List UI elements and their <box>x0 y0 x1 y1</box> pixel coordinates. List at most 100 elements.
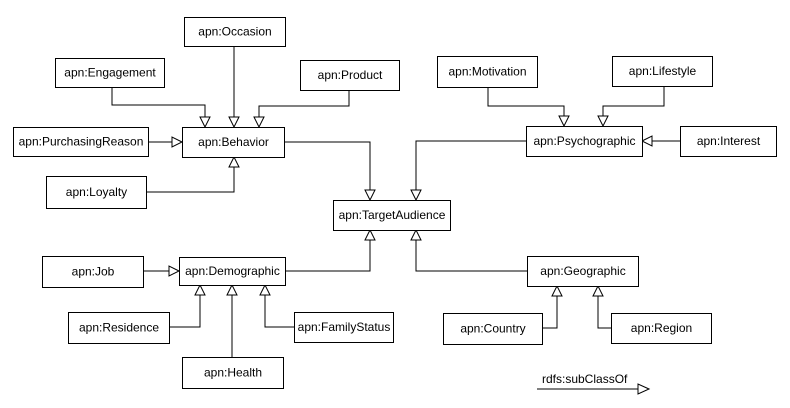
node-label: apn:PurchasingReason <box>19 135 144 149</box>
node-label: apn:Geographic <box>540 264 625 278</box>
edge-psychographic-to-targetaudience <box>410 140 526 202</box>
edge-line <box>285 240 371 272</box>
edge-line <box>264 295 294 328</box>
edge-region-to-geographic <box>592 284 611 329</box>
node-label: apn:FamilyStatus <box>298 320 391 334</box>
edge-arrowhead <box>410 189 422 202</box>
edge-line <box>111 87 206 117</box>
edge-motivation-to-psychographic <box>487 87 570 128</box>
node-label: apn:Lifestyle <box>629 64 697 78</box>
edge-interest-to-psychographic <box>640 135 680 147</box>
legend: rdfs:subClassOf <box>537 372 651 395</box>
edge-line <box>597 296 611 329</box>
node-box <box>184 17 286 47</box>
edge-arrowhead <box>592 284 604 297</box>
class-node-loyalty[interactable]: apn:Loyalty <box>46 176 147 209</box>
class-node-product[interactable]: apn:Product <box>300 60 400 91</box>
node-box <box>182 127 285 158</box>
edge-arrowhead <box>259 283 271 296</box>
class-node-interest[interactable]: apn:Interest <box>680 126 777 157</box>
legend-label: rdfs:subClassOf <box>542 372 628 386</box>
node-box <box>612 56 713 87</box>
edge-arrowhead <box>228 155 240 168</box>
node-box <box>443 313 543 345</box>
edge-demographic-to-targetaudience <box>285 228 376 272</box>
node-box <box>680 126 777 157</box>
edge-line <box>415 240 527 272</box>
class-node-health[interactable]: apn:Health <box>182 357 284 389</box>
node-label: apn:Health <box>204 366 262 380</box>
class-node-geographic[interactable]: apn:Geographic <box>527 256 639 287</box>
edge-line <box>169 295 201 328</box>
edge-line <box>284 141 371 190</box>
edge-arrowhead <box>364 228 376 241</box>
edge-line <box>542 296 558 329</box>
class-node-lifestyle[interactable]: apn:Lifestyle <box>612 56 713 87</box>
node-label: apn:Product <box>318 68 383 82</box>
node-label: apn:Psychographic <box>533 134 635 148</box>
class-node-occasion[interactable]: apn:Occasion <box>184 17 286 47</box>
edge-line <box>487 87 565 116</box>
class-node-behavior[interactable]: apn:Behavior <box>182 127 285 158</box>
node-label: apn:Job <box>72 265 115 279</box>
edge-arrowhead <box>226 283 238 296</box>
class-node-psychographic[interactable]: apn:Psychographic <box>526 126 643 157</box>
edge-behavior-to-targetaudience <box>284 141 376 202</box>
class-node-motivation[interactable]: apn:Motivation <box>437 56 538 88</box>
class-node-residence[interactable]: apn:Residence <box>68 312 170 344</box>
node-label: apn:Residence <box>79 321 159 335</box>
class-node-targetaudience[interactable]: apn:TargetAudience <box>333 200 451 231</box>
node-box <box>68 312 170 344</box>
edges-layer <box>111 46 680 357</box>
class-node-job[interactable]: apn:Job <box>42 256 144 288</box>
node-label: apn:Demographic <box>185 264 280 278</box>
class-node-country[interactable]: apn:Country <box>443 313 543 345</box>
edge-arrowhead <box>253 116 265 129</box>
node-label: apn:Motivation <box>448 65 526 79</box>
node-box <box>526 126 643 157</box>
node-box <box>182 357 284 389</box>
node-box <box>437 56 538 88</box>
node-box <box>42 256 144 288</box>
edge-arrowhead <box>194 283 206 296</box>
node-label: apn:Region <box>631 321 692 335</box>
edge-residence-to-demographic <box>169 283 206 328</box>
node-box <box>611 313 712 344</box>
node-label: apn:Loyalty <box>66 185 127 199</box>
node-label: apn:Engagement <box>64 66 156 80</box>
node-box <box>179 257 286 286</box>
class-node-engagement[interactable]: apn:Engagement <box>55 58 165 88</box>
node-box <box>46 176 147 209</box>
class-node-purchasingreason[interactable]: apn:PurchasingReason <box>13 127 149 157</box>
edge-arrowhead <box>171 136 184 148</box>
node-label: apn:Occasion <box>198 25 271 39</box>
edge-job-to-demographic <box>143 265 181 277</box>
edge-occasion-to-behavior <box>228 46 240 129</box>
node-label: apn:Interest <box>697 134 761 148</box>
edge-line <box>258 90 350 117</box>
edge-arrowhead <box>551 284 563 297</box>
edge-country-to-geographic <box>542 284 563 329</box>
edge-arrowhead <box>597 115 609 128</box>
edge-line <box>415 140 526 190</box>
edge-loyalty-to-behavior <box>146 155 240 193</box>
edge-arrowhead <box>228 116 240 129</box>
node-box <box>55 58 165 88</box>
nodes-layer: apn:Occasion apn:Engagement apn:Product apn… <box>13 17 777 389</box>
edge-product-to-behavior <box>253 90 350 129</box>
edge-purchasingreason-to-behavior <box>148 136 184 148</box>
class-node-demographic[interactable]: apn:Demographic <box>179 257 286 286</box>
edge-engagement-to-behavior <box>111 87 211 129</box>
edge-health-to-demographic <box>226 283 238 357</box>
class-node-region[interactable]: apn:Region <box>611 313 712 344</box>
class-node-familystatus[interactable]: apn:FamilyStatus <box>294 312 394 343</box>
node-box <box>333 200 451 231</box>
edge-arrowhead <box>640 135 653 147</box>
node-box <box>527 256 639 287</box>
node-box <box>300 60 400 91</box>
node-box <box>13 127 149 157</box>
edge-line <box>602 86 665 116</box>
edge-arrowhead <box>558 115 570 128</box>
